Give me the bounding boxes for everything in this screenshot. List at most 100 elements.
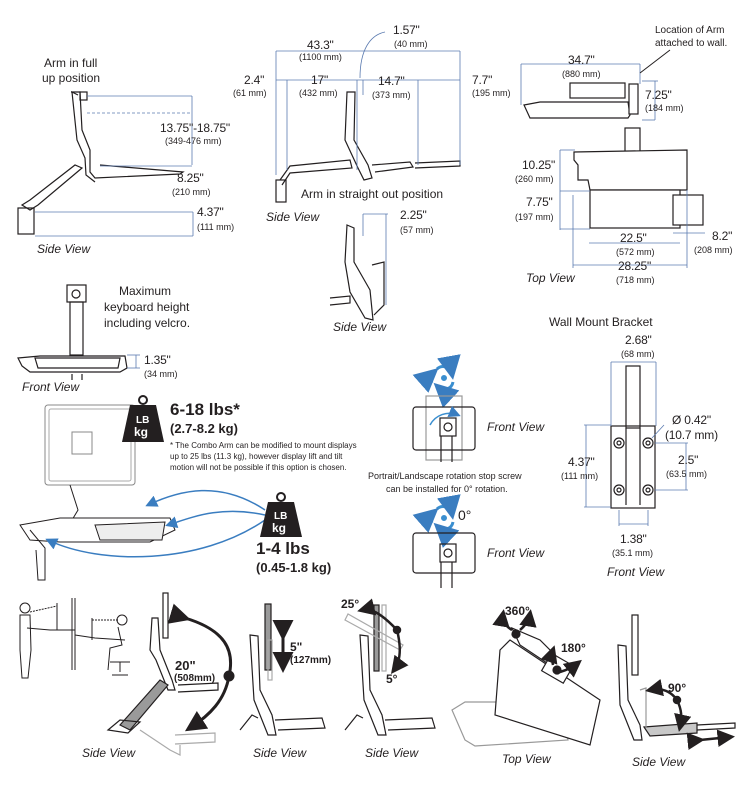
dim-depth2-mm: (197 mm) (515, 212, 554, 222)
caption-tilt: Side View (365, 746, 419, 760)
wall-note-2: attached to wall. (655, 38, 728, 49)
dim-offset-mm: (40 mm) (394, 39, 428, 49)
kb-note-3: including velcro. (104, 316, 191, 330)
dim-depth1-mm: (260 mm) (515, 174, 554, 184)
display-weight: 6-18 lbs* (170, 400, 240, 419)
dim-hole-spacing-h-mm: (35.1 mm) (612, 548, 654, 558)
height-dim-mm: (127mm) (290, 655, 332, 666)
weight-arrows (45, 489, 266, 558)
kb-note-1: Maximum (119, 284, 172, 298)
swivel-360: 360° (505, 604, 530, 618)
dim-seg2-mm: (432 mm) (299, 88, 338, 98)
dim-bracket-height-mm: (111 mm) (561, 471, 599, 481)
dim-seg1-mm: (61 mm) (233, 88, 267, 98)
dim-hole-spacing-v-mm: (63.5 mm) (666, 469, 708, 479)
rotate-icon-zero (412, 494, 461, 549)
tilt-arrow (357, 598, 409, 675)
top-view-drawing (523, 82, 704, 229)
dim-arm-depth-mm: (184 mm) (645, 103, 684, 113)
side-small-drawing (329, 224, 385, 321)
dim-clearance-mm: (57 mm) (400, 225, 434, 235)
arm-full-up-title-1: Arm in full (44, 56, 98, 70)
caption-top-view: Top View (526, 271, 575, 285)
tilt-drawing (344, 604, 436, 736)
footnote-3: motion will not be possible if this opti… (170, 463, 347, 472)
lift-dim: 20" (175, 658, 196, 673)
side-small-dimensions (362, 213, 388, 305)
wall-note-1: Location of Arm (655, 25, 725, 36)
dim-bracket-width-mm: (68 mm) (621, 349, 655, 359)
display-weight-kg: (2.7-8.2 kg) (170, 421, 238, 436)
arm-straight-dimensions (275, 31, 461, 175)
footnote-2: up to 25 lbs (11.3 kg), however display … (170, 452, 343, 461)
dim-base-mm: (111 mm) (197, 222, 235, 232)
rotation-note-1: Portrait/Landscape rotation stop screw (368, 471, 522, 481)
badge-display-kg: kg (134, 425, 149, 439)
dim-clearance: 2.25" (400, 208, 427, 222)
dim-seg1: 2.4" (244, 73, 265, 87)
kb-tilt-90: 90° (668, 681, 687, 695)
dim-range: 13.75"-18.75" (160, 121, 230, 135)
dim-mouse: 8.2" (712, 229, 733, 243)
wall-bracket-drawing (610, 365, 656, 509)
dim-hole: Ø 0.42" (672, 413, 711, 427)
height-dim: 5" (290, 640, 303, 654)
dim-bracket-width: 2.68" (625, 333, 652, 347)
wall-location-leader (639, 49, 671, 74)
caption-lift: Side View (82, 746, 136, 760)
dim-total-mm: (1100 mm) (299, 52, 342, 62)
rotation-monitor-1 (412, 395, 476, 462)
dim-tray-mm: (572 mm) (616, 247, 655, 257)
caption-rotation-front-2: Front View (487, 546, 545, 560)
arm-full-up-drawing (17, 90, 185, 235)
dim-hole-spacing-h: 1.38" (620, 532, 647, 546)
dim-mid-mm: (210 mm) (172, 187, 211, 197)
lift-arrow (167, 603, 235, 732)
caption-rotation-front-1: Front View (487, 420, 545, 434)
dim-mouse-mm: (208 mm) (694, 245, 733, 255)
dim-kb-height-mm: (34 mm) (144, 369, 178, 379)
dim-arm-depth: 7.25" (645, 88, 672, 102)
dim-total-depth-mm: (718 mm) (616, 275, 655, 285)
dim-seg4: 7.7" (472, 73, 493, 87)
rotation-monitor-2 (412, 532, 476, 588)
dim-width-mm: (880 mm) (562, 69, 601, 79)
tilt-up: 25° (341, 597, 360, 611)
pan-180: 180° (561, 641, 586, 655)
badge-display-lb: LB (136, 415, 150, 426)
caption-bracket-front: Front View (607, 565, 665, 579)
tilt-down: 5° (386, 672, 398, 686)
dim-seg2: 17" (311, 73, 329, 87)
arm-straight-drawing (275, 91, 461, 203)
dim-total-depth: 28.25" (618, 259, 652, 273)
front-keyboard-drawing (17, 284, 128, 380)
dim-offset: 1.57" (393, 23, 420, 37)
caption-front-view: Front View (22, 380, 80, 394)
rotation-zero-label: 0° (458, 507, 472, 523)
rotation-note-2: can be installed for 0° rotation. (386, 484, 508, 494)
dim-depth1: 10.25" (522, 158, 556, 172)
swivel-arrows (492, 609, 582, 678)
arm-full-up-title-2: up position (42, 71, 101, 85)
dim-depth2: 7.75" (526, 195, 553, 209)
arm-full-up-dimensions (35, 95, 194, 237)
dim-seg3: 14.7" (378, 74, 405, 88)
dim-total: 43.3" (307, 38, 334, 52)
dim-mid: 8.25" (177, 171, 204, 185)
keyboard-tilt-drawing (617, 614, 736, 741)
dim-bracket-height: 4.37" (568, 455, 595, 469)
caption-side-view-2: Side View (266, 210, 320, 224)
weight-badge-keyboard (260, 492, 302, 537)
keyboard-tilt-arrows (645, 678, 735, 750)
caption-kb-tilt: Side View (632, 755, 686, 769)
dim-hole-mm: (10.7 mm) (665, 428, 718, 442)
dim-width: 34.7" (568, 53, 595, 67)
arm-straight-title: Arm in straight out position (301, 187, 444, 201)
rotate-icon-top (412, 354, 461, 409)
wall-bracket-dimensions (584, 361, 688, 526)
kb-note-2: keyboard height (104, 300, 190, 314)
dim-seg4-mm: (195 mm) (472, 88, 511, 98)
people-illustration (19, 598, 130, 679)
dim-range-mm: (349-476 mm) (165, 136, 222, 146)
